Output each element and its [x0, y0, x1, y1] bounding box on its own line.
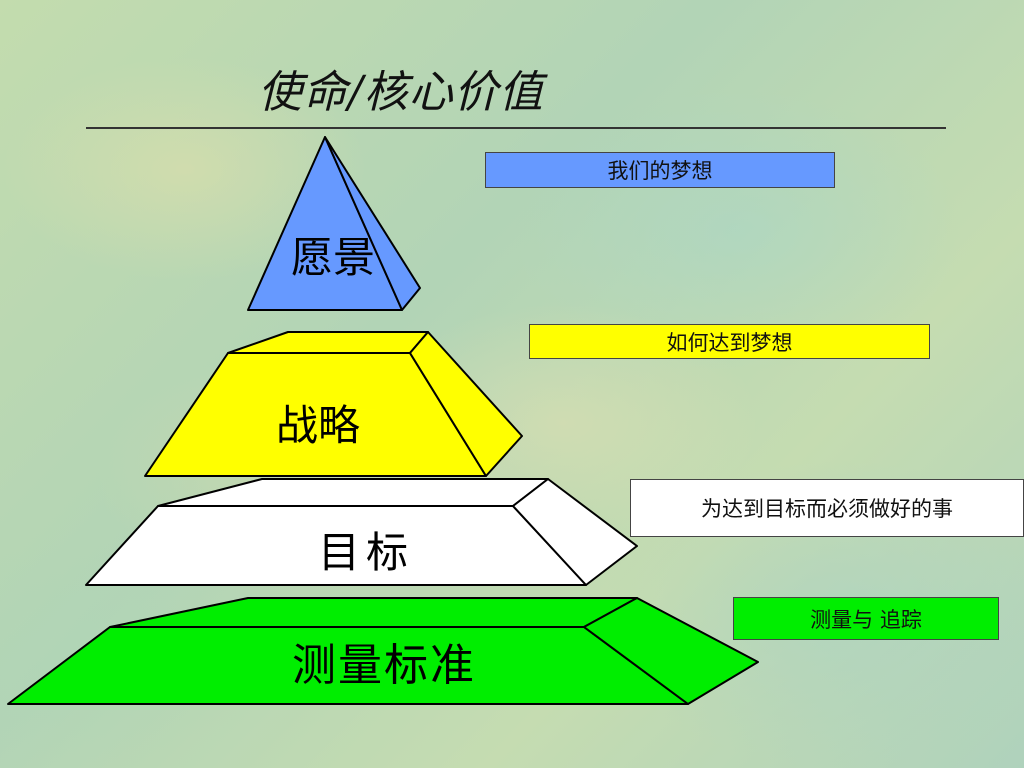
title-divider [86, 127, 946, 129]
goal-top-face [157, 478, 549, 507]
strategy-caption-box: 如何达到梦想 [529, 324, 930, 359]
vision-label: 愿景 [291, 233, 375, 282]
slide-title: 使命/核心价值 [258, 67, 544, 118]
measurement-side-face [583, 597, 759, 705]
pyramid-tier-measurement: 测量标准 [7, 597, 759, 705]
measurement-label: 测量标准 [292, 640, 476, 691]
measurement-caption-box: 测量与 追踪 [733, 597, 999, 640]
goal-side-face [512, 478, 638, 586]
vision-side-face [324, 136, 421, 311]
goal-caption-box: 为达到目标而必须做好的事 [630, 479, 1024, 537]
measurement-top-face [109, 597, 638, 628]
pyramid-tier-goal: 目标 [85, 478, 638, 586]
pyramid-tier-vision: 愿景 [247, 136, 421, 311]
strategy-side-face [409, 331, 523, 477]
strategy-top-face [227, 331, 429, 354]
strategy-label: 战略 [276, 401, 360, 450]
pyramid-tier-strategy: 战略 [144, 331, 523, 477]
vision-caption-box: 我们的梦想 [485, 152, 835, 188]
goal-label: 目标 [318, 528, 414, 577]
